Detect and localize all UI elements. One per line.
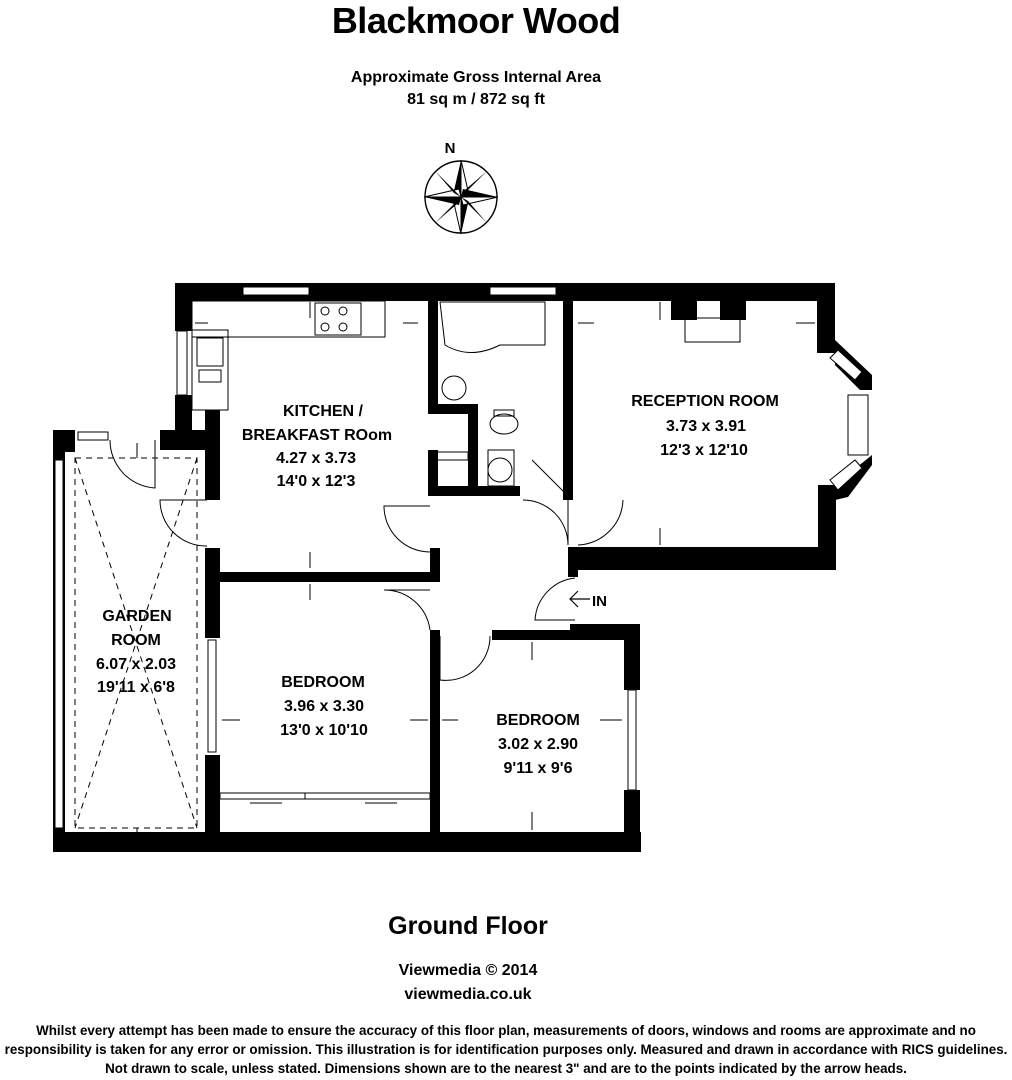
area-label: Approximate Gross Internal Area	[350, 69, 602, 86]
floor-plan: N	[53, 140, 872, 852]
reception-imperial: 12'3 x 12'10	[660, 442, 748, 459]
disclaimer-line-2: responsibility is taken for any error or…	[4, 1042, 1008, 1057]
kitchen-metric: 4.27 x 3.73	[276, 450, 356, 467]
bathroom-fixtures	[429, 301, 546, 487]
bedroom2-name: BEDROOM	[496, 712, 580, 729]
credit-line: Viewmedia © 2014	[398, 962, 538, 979]
bedroom1-metric: 3.96 x 3.30	[284, 698, 364, 715]
kitchen-units	[191, 300, 386, 411]
garden-name-line1: GARDEN	[102, 608, 171, 625]
fireplace	[671, 300, 746, 343]
bedroom1-name: BEDROOM	[281, 674, 365, 691]
dimension-markers	[136, 302, 815, 832]
garden-metric: 6.07 x 2.03	[96, 656, 176, 673]
kitchen-imperial: 14'0 x 12'3	[277, 473, 356, 490]
kitchen-name-line2: BREAKFAST ROom	[242, 427, 392, 444]
entrance-label: IN	[592, 593, 607, 610]
garden-room-roof-outline	[74, 457, 198, 829]
compass-north-label: N	[445, 140, 456, 157]
garden-name-line2: ROOM	[111, 632, 161, 649]
bedroom2-imperial: 9'11 x 9'6	[503, 760, 572, 777]
disclaimer-line-1: Whilst every attempt has been made to en…	[36, 1023, 976, 1038]
reception-metric: 3.73 x 3.91	[666, 418, 746, 435]
entrance-arrow-icon	[569, 590, 590, 608]
door-swings	[109, 439, 624, 681]
bedroom1-imperial: 13'0 x 10'10	[280, 722, 368, 739]
garden-imperial: 19'11 x 6'8	[97, 679, 175, 696]
area-value: 81 sq m / 872 sq ft	[407, 91, 545, 108]
bedroom2-metric: 3.02 x 2.90	[498, 736, 578, 753]
disclaimer-line-3: Not drawn to scale, unless stated. Dimen…	[105, 1061, 907, 1076]
walls	[53, 283, 872, 852]
property-title: Blackmoor Wood	[331, 0, 621, 41]
kitchen-name-line1: KITCHEN /	[283, 403, 364, 420]
sliding-wardrobe	[219, 792, 431, 800]
reception-name: RECEPTION ROOM	[631, 393, 779, 410]
website-link[interactable]: viewmedia.co.uk	[404, 986, 532, 1003]
windows	[54, 286, 869, 829]
compass-icon: N	[423, 140, 499, 235]
floor-label: Ground Floor	[388, 912, 548, 940]
